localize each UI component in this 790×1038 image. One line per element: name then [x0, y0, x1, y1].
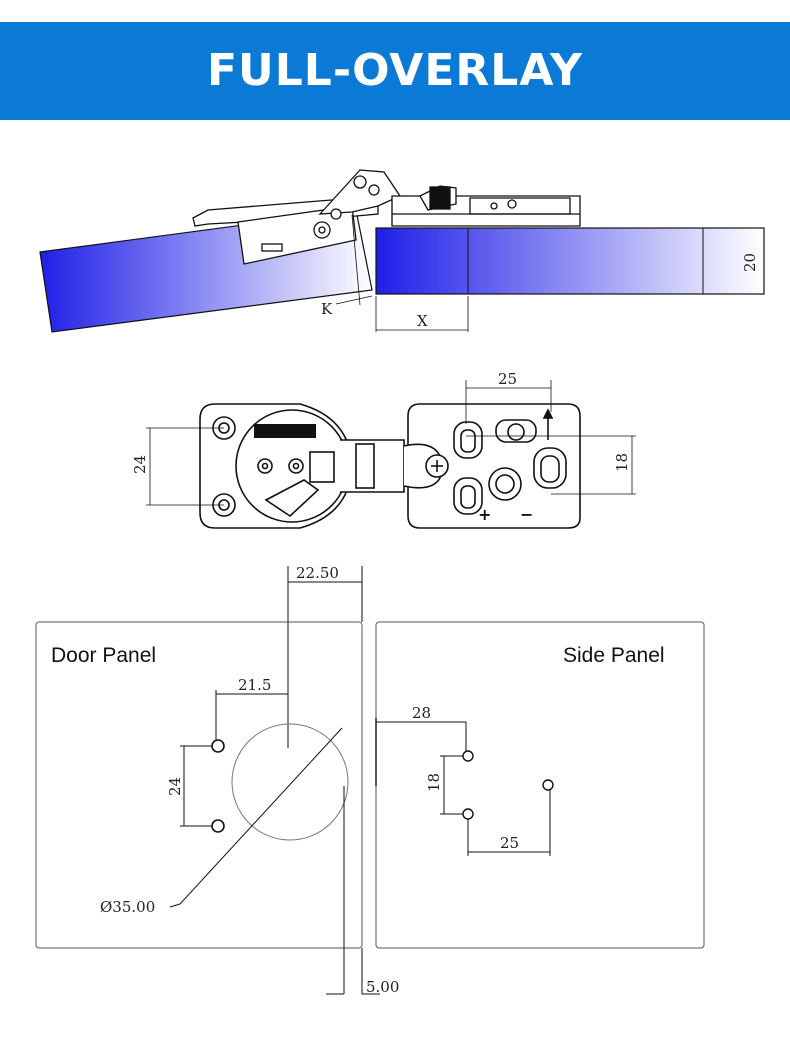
vertical-spacing-label: 18: [425, 773, 443, 792]
title-banner: FULL-OVERLAY: [0, 22, 790, 120]
door-panel-outline: [35, 621, 363, 949]
side-panel-title: Side Panel: [563, 644, 665, 667]
edge-distance-label: 5.00: [366, 978, 399, 996]
dimension-x: X: [375, 296, 469, 332]
top-left-label: 24: [131, 455, 149, 474]
horizontal-spacing-label: 25: [500, 834, 519, 852]
door-panel-title: Door Panel: [51, 644, 156, 667]
mount-hole-right: [542, 779, 554, 791]
top-right-label: 18: [613, 453, 631, 472]
screw-hole-top: [211, 739, 225, 753]
edge-offset-label: 28: [412, 704, 431, 722]
x-label: X: [417, 312, 428, 330]
hinge-mounting-arm: [407, 403, 581, 529]
hole-spacing-label: 24: [166, 777, 184, 796]
page-title: FULL-OVERLAY: [206, 45, 584, 96]
mount-hole-top-left: [462, 750, 474, 762]
dimension-k: K: [321, 214, 373, 318]
dimension-thickness: 20: [741, 228, 765, 294]
plus-sign: +: [478, 505, 491, 524]
hinge-side-view: [192, 169, 581, 265]
mount-hole-bottom-left: [462, 808, 474, 820]
hole-offset-label: 21.5: [238, 676, 271, 694]
top-dimension-width: 25: [465, 370, 552, 424]
cup-diameter-label: Ø35.00: [100, 898, 155, 916]
side-panel-section: [375, 227, 765, 295]
side-panel-drawing: Side Panel 28 18 25: [375, 621, 705, 949]
door-panel-drawing: Door Panel 22.50 21.5 24 Ø35.00 5.00: [35, 564, 399, 996]
k-label: K: [321, 300, 333, 318]
screw-hole-bottom: [211, 819, 225, 833]
top-dimension-left: 24: [131, 427, 224, 506]
thickness-label: 20: [741, 253, 759, 272]
top-width-label: 25: [498, 370, 517, 388]
top-offset-label: 22.50: [296, 564, 339, 582]
cup-hole: [231, 723, 349, 841]
minus-sign: −: [520, 505, 533, 524]
side-view: K X 20: [39, 169, 765, 333]
top-dimension-right: 18: [466, 435, 636, 495]
top-view: [199, 403, 581, 529]
